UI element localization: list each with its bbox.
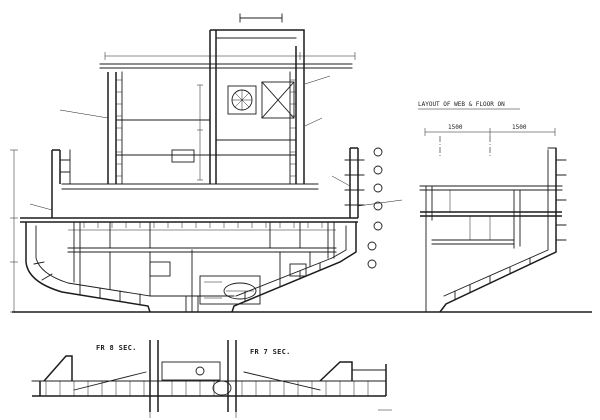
casing-dimension-line: [197, 84, 203, 181]
floor-ticks: [45, 381, 369, 396]
engine-crank-outline: [223, 282, 257, 300]
callout-circle: [367, 241, 377, 251]
partial-web-frames: [449, 190, 491, 240]
right-side-stiffeners: [344, 159, 365, 206]
annotation-leaders: [29, 75, 403, 211]
partial-cut-line: [425, 185, 433, 313]
fr8-side: [39, 355, 73, 396]
layout-leaders: [439, 136, 491, 158]
casing-stiffener-ticks: [116, 79, 296, 177]
engine-foundation: [199, 275, 261, 305]
bottom-diagonal-webs: [73, 371, 321, 391]
layout-dimension-left: 1500: [448, 124, 463, 131]
casing-left-wall: [107, 72, 117, 184]
partial-shell: [439, 148, 557, 313]
right-bulwark: [349, 147, 359, 218]
wheel-spokes: [232, 90, 252, 110]
main-deck: [20, 217, 358, 223]
partial-main-deck: [420, 211, 562, 217]
partial-upper-deck: [419, 185, 563, 191]
callout-circle: [373, 201, 383, 211]
bilge-box-left: [149, 261, 171, 277]
keel-center-girder: [149, 249, 235, 313]
top-dimension-line: [104, 52, 356, 60]
upper-deck: [61, 183, 319, 190]
right-inner-bottom: [235, 225, 347, 297]
fr8-center-girder: [149, 340, 159, 412]
bilge-box-right: [289, 263, 307, 277]
partial-tank-top: [431, 239, 515, 245]
bottom-engine-foundation: [161, 361, 221, 381]
fr7-section-label: FR 7 SEC.: [250, 348, 291, 356]
crossed-box-diagonals: [261, 81, 295, 119]
longitudinal-bulkheads: [73, 221, 335, 285]
callout-circles: [367, 147, 383, 269]
casing-internal-stiffeners: [115, 71, 297, 185]
left-inner-bottom: [35, 225, 151, 297]
engine-foundation-detail: [204, 281, 254, 299]
left-side-frame: [59, 149, 71, 185]
callout-circle: [373, 165, 383, 175]
fr7-side: [319, 361, 387, 396]
bottom-extension-lines: [149, 396, 392, 418]
wheel-box: [227, 85, 257, 115]
callout-circle: [367, 259, 377, 269]
web-frames: [109, 221, 301, 249]
partial-bulkhead: [513, 189, 521, 249]
bottom-stiffeners: [109, 251, 311, 297]
partial-section: LAYOUT OF WEB & FLOOR ON 1500 1500: [418, 101, 567, 313]
right-floors: [244, 262, 321, 302]
left-floors: [33, 261, 141, 306]
lightening-hole: [212, 380, 232, 396]
fr8-section-label: FR 8 SEC.: [96, 344, 137, 352]
tank-top: [67, 247, 337, 253]
deck-beam-ticks: [83, 222, 323, 228]
right-shell: [231, 222, 357, 313]
casing-top: [99, 63, 353, 69]
partial-inner-shell: [443, 147, 557, 297]
casing-right-wall: [295, 46, 305, 184]
left-bulwark: [51, 149, 61, 218]
left-shell: [25, 222, 151, 313]
callout-circle: [373, 147, 383, 157]
bottom-small-hole: [195, 366, 205, 376]
funnel-top-detail: [215, 13, 297, 39]
partial-side-stiffeners: [555, 159, 567, 241]
crossed-box: [261, 81, 295, 119]
layout-dimension-line: [424, 128, 556, 136]
partial-floors: [454, 257, 531, 301]
left-dimension-line: [10, 149, 18, 313]
midship-section: [10, 13, 592, 313]
layout-title: LAYOUT OF WEB & FLOOR ON: [418, 101, 505, 108]
casing-tank: [171, 149, 195, 163]
fr7-center-girder: [227, 340, 237, 412]
layout-dimension-right: 1500: [512, 124, 527, 131]
frame-sections: FR 8 SEC. FR 7 SEC.: [31, 340, 392, 418]
callout-circle: [373, 183, 383, 193]
callout-circle: [373, 221, 383, 231]
